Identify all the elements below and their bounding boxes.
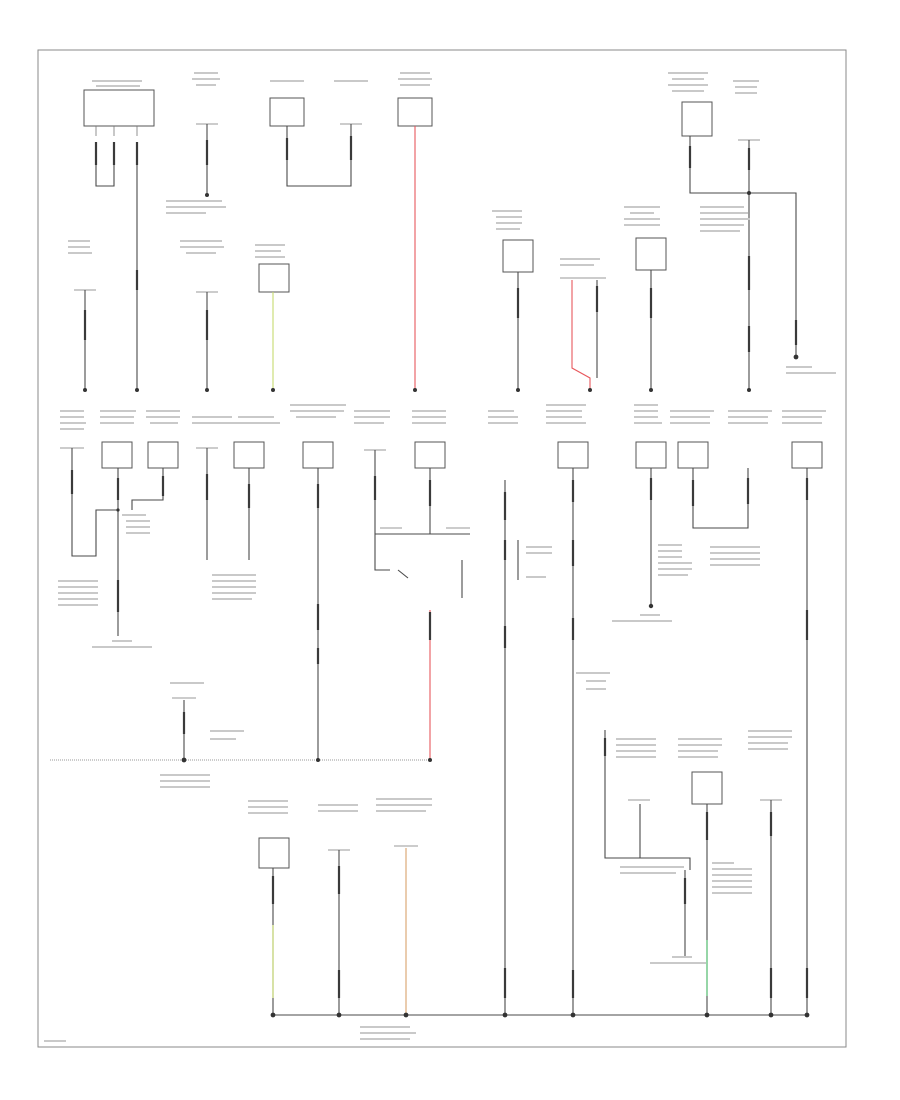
- diagram-frame: [37, 49, 847, 1048]
- component-row3-h: [414, 441, 446, 760]
- component-top-left-module: [83, 89, 155, 390]
- component-lower-right-group: [603, 730, 782, 1015]
- component-row3-i: [503, 480, 519, 1015]
- component-red-loop: [560, 277, 606, 390]
- component-top-lamp: [196, 123, 218, 197]
- component-row3-g-switch: [364, 449, 470, 598]
- label-marks: [44, 72, 836, 1042]
- component-yellow-module: [258, 263, 290, 390]
- component-row3-b: [95, 441, 133, 636]
- component-bottom-orange: [394, 845, 418, 1015]
- component-row3-e: [233, 441, 265, 560]
- wire-red-2: [571, 280, 591, 390]
- component-bottom-mid: [328, 849, 350, 1015]
- upper-trunk-junctions: [83, 388, 751, 392]
- component-left-small: [74, 289, 96, 390]
- component-top-switch-pair: [269, 97, 362, 187]
- component-row3-a: [60, 447, 97, 557]
- component-top-red-module: [397, 97, 433, 390]
- component-row3-k: [635, 441, 667, 609]
- component-top-right-module: [681, 101, 799, 390]
- component-row3-f: [302, 441, 334, 760]
- component-row3-j: [557, 441, 589, 1015]
- component-right-tall: [635, 237, 667, 390]
- component-row3-m: [791, 441, 823, 1015]
- ground-bus-mid: [50, 697, 432, 763]
- component-row3-d: [196, 447, 218, 560]
- component-mid-module: [502, 239, 534, 390]
- component-bottom-yg: [258, 837, 290, 1015]
- component-left-lamp-2: [196, 291, 218, 390]
- ground-bus-bottom: [270, 1012, 810, 1018]
- component-row3-l-pair: [677, 441, 750, 529]
- component-row3-c: [131, 441, 179, 510]
